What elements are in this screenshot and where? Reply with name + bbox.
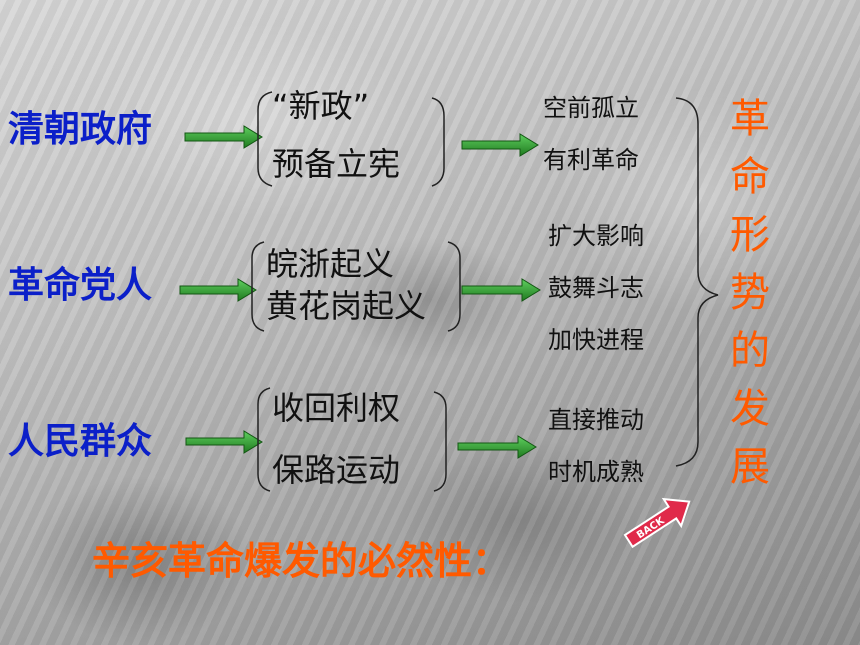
action-wanzhe-uprising: 皖浙起义 [266,245,395,283]
summary-char: 命 [730,154,770,200]
summary-char: 发 [730,386,770,432]
summary-brace [675,97,719,467]
actor-revolutionaries: 革命党人 [8,265,153,306]
result-direct-push: 直接推动 [548,406,644,434]
action-recover-rights: 收回利权 [272,389,401,427]
arrow-right-icon [457,435,537,459]
result-expand-influence: 扩大影响 [548,222,644,250]
summary-vertical-text: 革 命 形 势 的 发 展 [725,90,775,496]
action-brackets [251,91,461,492]
result-opportunity: 时机成熟 [548,458,644,486]
action-railway-protection: 保路运动 [272,451,401,489]
action-huanghuagang-uprising: 黄花岗起义 [266,287,427,325]
arrow-right-icon [461,278,541,302]
action-constitution: 预备立宪 [272,145,401,183]
summary-char: 势 [730,270,770,316]
result-encourage: 鼓舞斗志 [548,274,644,302]
actor-people: 人民群众 [8,421,153,462]
action-new-policy: “新政” [272,87,370,125]
arrow-right-icon [185,430,263,454]
summary-char: 展 [730,444,770,490]
back-button[interactable]: BACK [620,488,698,554]
result-favorable: 有利革命 [543,146,639,174]
summary-char: 的 [730,328,770,374]
conclusion-text: 辛亥革命爆发的必然性： [92,539,511,583]
summary-char: 革 [730,96,770,142]
result-isolated: 空前孤立 [543,94,639,122]
actor-qing-government: 清朝政府 [8,109,153,150]
summary-char: 形 [730,212,770,258]
arrow-right-icon [179,278,257,302]
arrow-right-icon [461,133,539,157]
result-accelerate: 加快进程 [548,326,644,354]
arrow-right-icon [184,125,263,149]
